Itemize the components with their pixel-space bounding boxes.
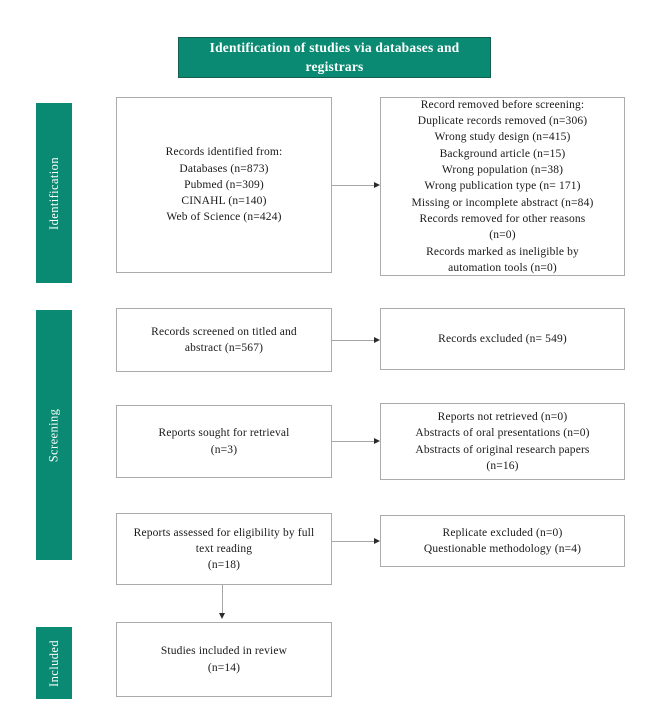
box-records-removed: Record removed before screening: Duplica… xyxy=(380,97,625,276)
box-exclusion-reasons-text: Replicate excluded (n=0) Questionable me… xyxy=(423,526,582,555)
diagram-title: Identification of studies via databases … xyxy=(178,37,491,78)
arrowhead-right-icon xyxy=(374,182,380,188)
box-records-screened: Records screened on titled and abstract … xyxy=(116,308,332,372)
box-studies-included: Studies included in review (n=14) xyxy=(116,622,332,697)
stage-bar-screening-label: Screening xyxy=(46,408,61,462)
box-reports-not-retrieved-text: Reports not retrieved (n=0) Abstracts of… xyxy=(415,410,590,472)
arrowhead-right-icon xyxy=(374,337,380,343)
connector-line xyxy=(332,340,376,341)
box-records-identified-text: Records identified from: Databases (n=87… xyxy=(165,146,283,224)
connector-line xyxy=(332,185,376,186)
box-records-excluded: Records excluded (n= 549) xyxy=(380,308,625,370)
box-exclusion-reasons: Replicate excluded (n=0) Questionable me… xyxy=(380,515,625,567)
box-studies-included-text: Studies included in review (n=14) xyxy=(160,645,288,674)
connector-line xyxy=(332,441,376,442)
connector-line xyxy=(222,585,223,615)
box-reports-assessed: Reports assessed for eligibility by full… xyxy=(116,513,332,585)
box-records-excluded-text: Records excluded (n= 549) xyxy=(438,332,567,345)
stage-bar-screening: Screening xyxy=(36,310,72,560)
connector-line xyxy=(332,541,376,542)
stage-bar-included-label: Included xyxy=(46,639,61,687)
arrowhead-right-icon xyxy=(374,438,380,444)
box-records-removed-text: Record removed before screening: Duplica… xyxy=(411,98,594,274)
box-reports-assessed-text: Reports assessed for eligibility by full… xyxy=(133,526,315,572)
stage-bar-included: Included xyxy=(36,627,72,699)
diagram-title-text: Identification of studies via databases … xyxy=(209,40,460,74)
box-reports-sought-text: Reports sought for retrieval (n=3) xyxy=(158,427,290,456)
arrowhead-down-icon xyxy=(219,613,225,619)
arrowhead-right-icon xyxy=(374,538,380,544)
box-records-screened-text: Records screened on titled and abstract … xyxy=(151,325,297,354)
box-reports-not-retrieved: Reports not retrieved (n=0) Abstracts of… xyxy=(380,403,625,480)
box-records-identified: Records identified from: Databases (n=87… xyxy=(116,97,332,273)
stage-bar-identification-label: Identification xyxy=(46,156,61,230)
box-reports-sought: Reports sought for retrieval (n=3) xyxy=(116,405,332,478)
stage-bar-identification: Identification xyxy=(36,103,72,283)
